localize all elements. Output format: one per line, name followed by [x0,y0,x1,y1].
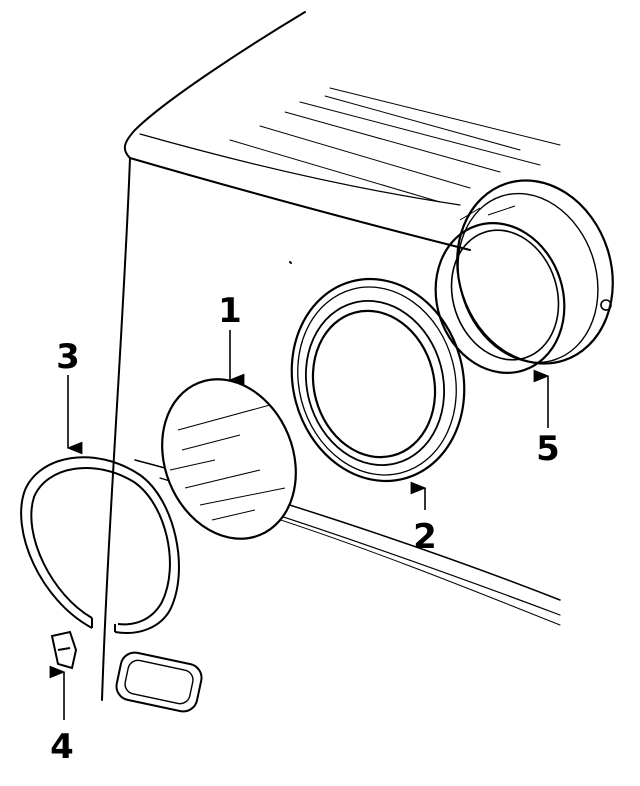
lens-part [161,378,297,540]
callout-5: 5 [536,429,560,469]
housing-part [434,179,614,374]
callout-4: 4 [50,727,74,767]
callout-3: 3 [56,337,80,377]
callout-1: 1 [218,291,242,331]
side-marker [115,651,203,713]
callout-2: 2 [413,517,437,557]
callout-numbers: 1 2 3 4 5 [50,291,560,767]
clip-part [50,630,78,670]
seal-part [290,277,466,483]
callout-leaders [49,330,550,720]
body-panel [101,11,561,701]
retaining-ring-part [20,456,180,634]
